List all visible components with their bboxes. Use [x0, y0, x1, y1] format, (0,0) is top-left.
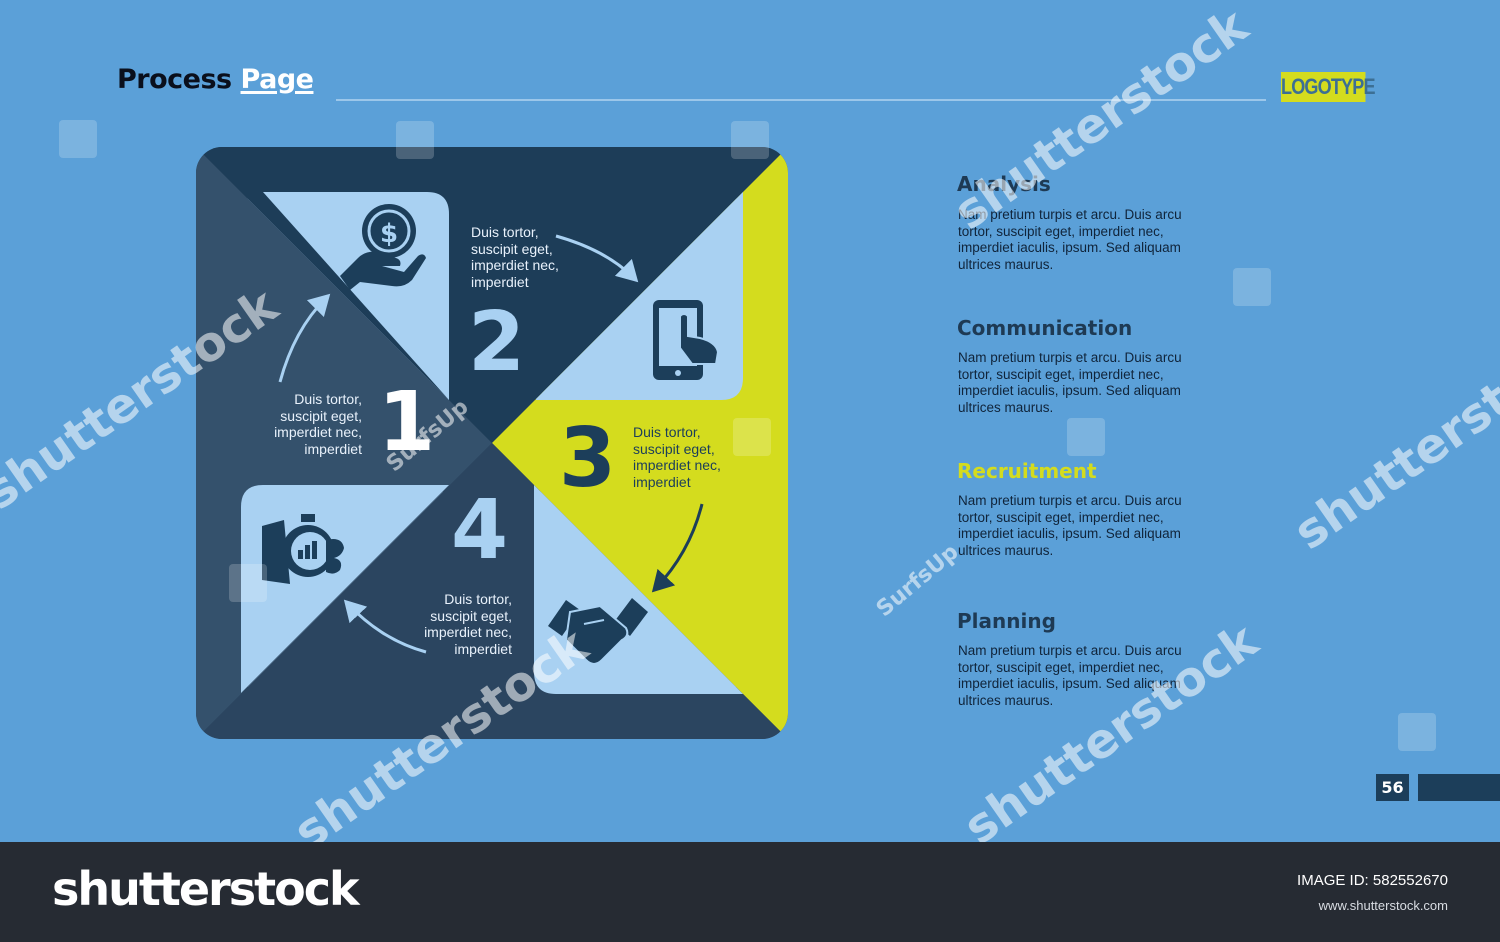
step1-text: Duis tortor, suscipit eget, imperdiet ne…	[274, 391, 362, 457]
step3-text: Duis tortor, suscipit eget, imperdiet ne…	[633, 424, 721, 490]
step1-number: 1	[378, 375, 436, 470]
section-body-analysis: Nam pretium turpis et arcu. Duis arcu to…	[958, 207, 1182, 273]
page-title: Process Page	[117, 64, 314, 95]
arrow-step3-to-4	[651, 503, 704, 593]
page-number-bar	[1418, 774, 1500, 801]
section-body-planning: Nam pretium turpis et arcu. Duis arcu to…	[958, 643, 1182, 709]
step2-text: Duis tortor, suscipit eget, imperdiet ne…	[471, 224, 559, 290]
page-title-part2: Page	[240, 64, 314, 95]
footer-logo: shutterstock	[52, 862, 360, 916]
footer-bar	[0, 842, 1500, 942]
hand-coin-icon: $	[340, 204, 426, 290]
image-id-label: IMAGE ID:	[1297, 872, 1369, 889]
step4-number: 4	[451, 483, 509, 578]
tablet-touch-icon	[653, 300, 720, 380]
arrow-step1-to-2	[278, 293, 331, 383]
section-heading-planning: Planning	[957, 609, 1056, 633]
section-heading-recruitment: Recruitment	[957, 459, 1097, 483]
section-body-recruitment: Nam pretium turpis et arcu. Duis arcu to…	[958, 493, 1182, 559]
page-number: 56	[1376, 774, 1409, 801]
hand-stopwatch-icon	[262, 514, 344, 584]
page-title-part1: Process	[117, 64, 232, 95]
section-heading-analysis: Analysis	[957, 172, 1051, 196]
step3-number: 3	[559, 411, 617, 506]
section-heading-communication: Communication	[957, 316, 1133, 340]
handshake-icon	[548, 598, 648, 665]
step4-text: Duis tortor, suscipit eget, imperdiet ne…	[424, 591, 512, 657]
process-diagram: $	[196, 147, 788, 739]
slide: Process Page LOGOTYPE	[0, 0, 1500, 842]
footer-site: www.shutterstock.com	[1318, 898, 1448, 913]
title-divider	[336, 99, 1266, 101]
image-id: IMAGE ID: 582552670	[1297, 872, 1448, 889]
logotype-badge: LOGOTYPE	[1281, 72, 1376, 102]
arrow-step4-to-1	[343, 599, 427, 654]
step2-number: 2	[468, 295, 526, 390]
arrow-step2-to-3	[555, 234, 639, 283]
image-id-value: 582552670	[1372, 872, 1448, 889]
section-body-communication: Nam pretium turpis et arcu. Duis arcu to…	[958, 350, 1182, 416]
svg-text:$: $	[380, 219, 398, 249]
